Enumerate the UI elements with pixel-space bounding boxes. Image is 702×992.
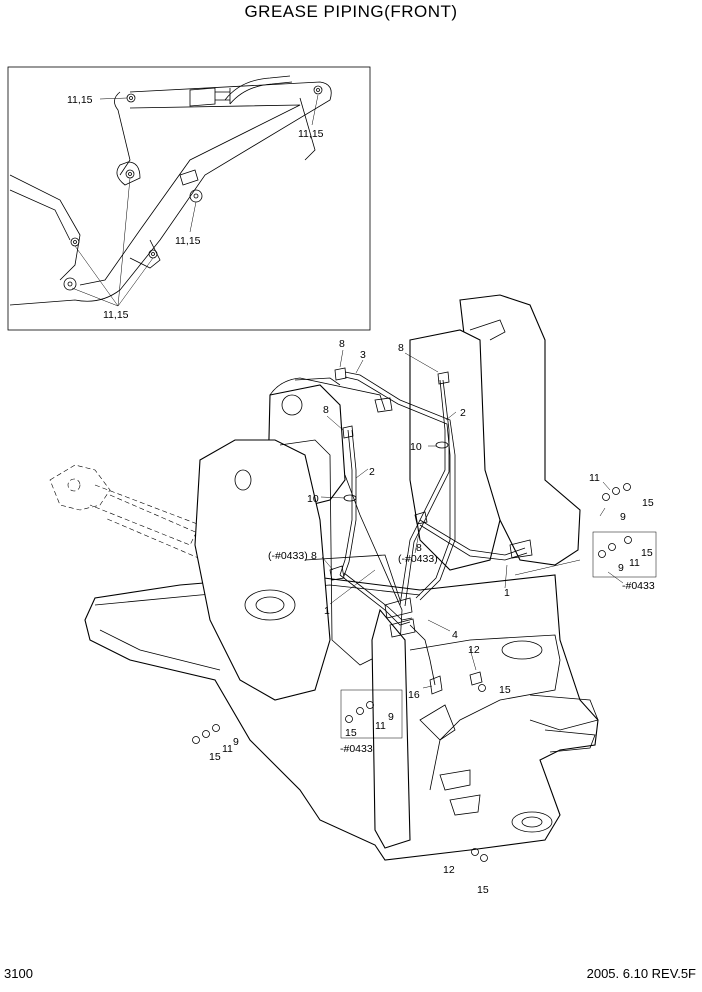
callout-label: 4 xyxy=(452,629,458,641)
callout-label: 2 xyxy=(460,407,466,419)
callout-label: 3 xyxy=(360,349,366,361)
callout-label: 1 xyxy=(324,605,330,617)
callout-label: 11 xyxy=(222,743,233,755)
inset-label: 11,15 xyxy=(175,235,201,247)
inset-label: 11,15 xyxy=(298,128,324,140)
page-title: GREASE PIPING(FRONT) xyxy=(244,2,458,21)
inset-label: 11,15 xyxy=(67,94,93,106)
callout-label: 15 xyxy=(345,727,357,739)
callout-label: 9 xyxy=(388,711,394,723)
callout-label: 12 xyxy=(468,644,480,656)
callout-label: 9 xyxy=(233,736,239,748)
inset-label: 11,15 xyxy=(103,309,129,321)
callout-label: 11 xyxy=(589,472,600,484)
callout-label: 8 xyxy=(339,338,345,350)
callout-label: 15 xyxy=(477,884,489,896)
callout-label: 8 xyxy=(323,404,329,416)
callout-label: (-#0433) xyxy=(398,553,438,565)
callout-label: 9 xyxy=(620,511,626,523)
callout-label: 11 xyxy=(375,720,386,732)
callout-label: 8 xyxy=(311,550,317,562)
callout-label: 8 xyxy=(416,542,422,554)
callout-label: -#0433 xyxy=(622,580,655,592)
callout-label: -#0433 xyxy=(340,743,373,755)
main-assembly xyxy=(49,294,657,862)
callout-label: 15 xyxy=(641,547,653,559)
callout-label: 15 xyxy=(642,497,654,509)
callout-label: 1 xyxy=(504,587,510,599)
revision-date: 2005. 6.10 REV.5F xyxy=(586,966,696,981)
callout-label: 11 xyxy=(629,557,640,569)
callout-label: 12 xyxy=(443,864,455,876)
callout-label: (-#0433) xyxy=(268,550,308,562)
callout-label: 2 xyxy=(369,466,375,478)
page-number: 3100 xyxy=(4,966,33,981)
callout-label: 16 xyxy=(408,689,420,701)
callout-label: 10 xyxy=(307,493,319,505)
callout-label: 15 xyxy=(499,684,511,696)
callouts: 8 3 8 2 8 10 2 10 11 15 9 (-#0433) 8 8 (… xyxy=(209,338,655,896)
callout-label: 10 xyxy=(410,441,422,453)
callout-label: 9 xyxy=(618,562,624,574)
callout-label: 15 xyxy=(209,751,221,763)
callout-label: 8 xyxy=(398,342,404,354)
inset-detail: 11,15 11,15 11,15 11,15 xyxy=(7,66,371,331)
